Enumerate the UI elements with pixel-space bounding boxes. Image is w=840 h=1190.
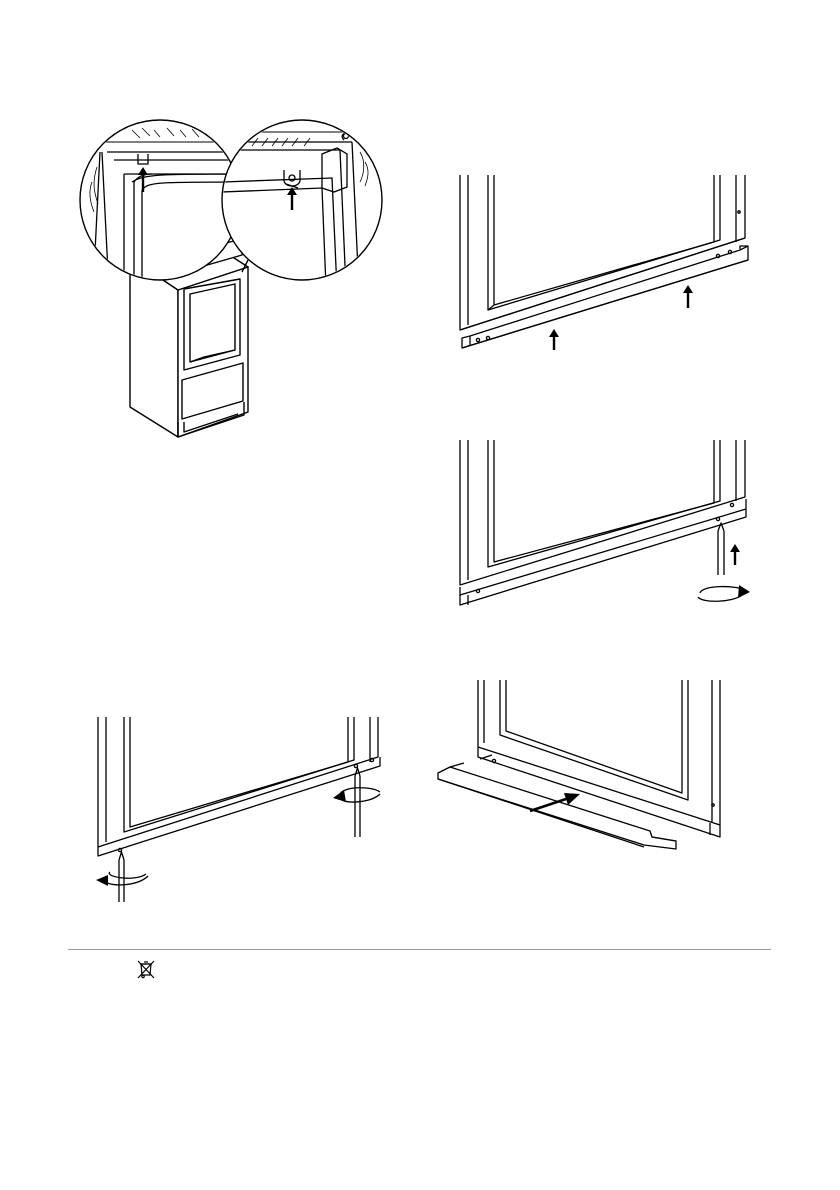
crossed-out-wheelie-bin-icon [135,958,157,980]
kickplate-slide-illustration [436,675,736,865]
figure-cabinet-illustration [72,112,392,447]
footer-divider [68,949,771,950]
door-trim-push-up-illustration [450,170,760,370]
door-bottom-screws-illustration [88,712,388,902]
door-trim-screw-illustration [450,435,760,615]
figure-door-bottom-screws [88,712,388,902]
figure-kickplate-slide-in [436,675,736,865]
figure-door-trim-screw [450,435,760,615]
figure-door-trim-push-up [450,170,760,370]
appliance-cabinet-illustration [72,112,392,447]
